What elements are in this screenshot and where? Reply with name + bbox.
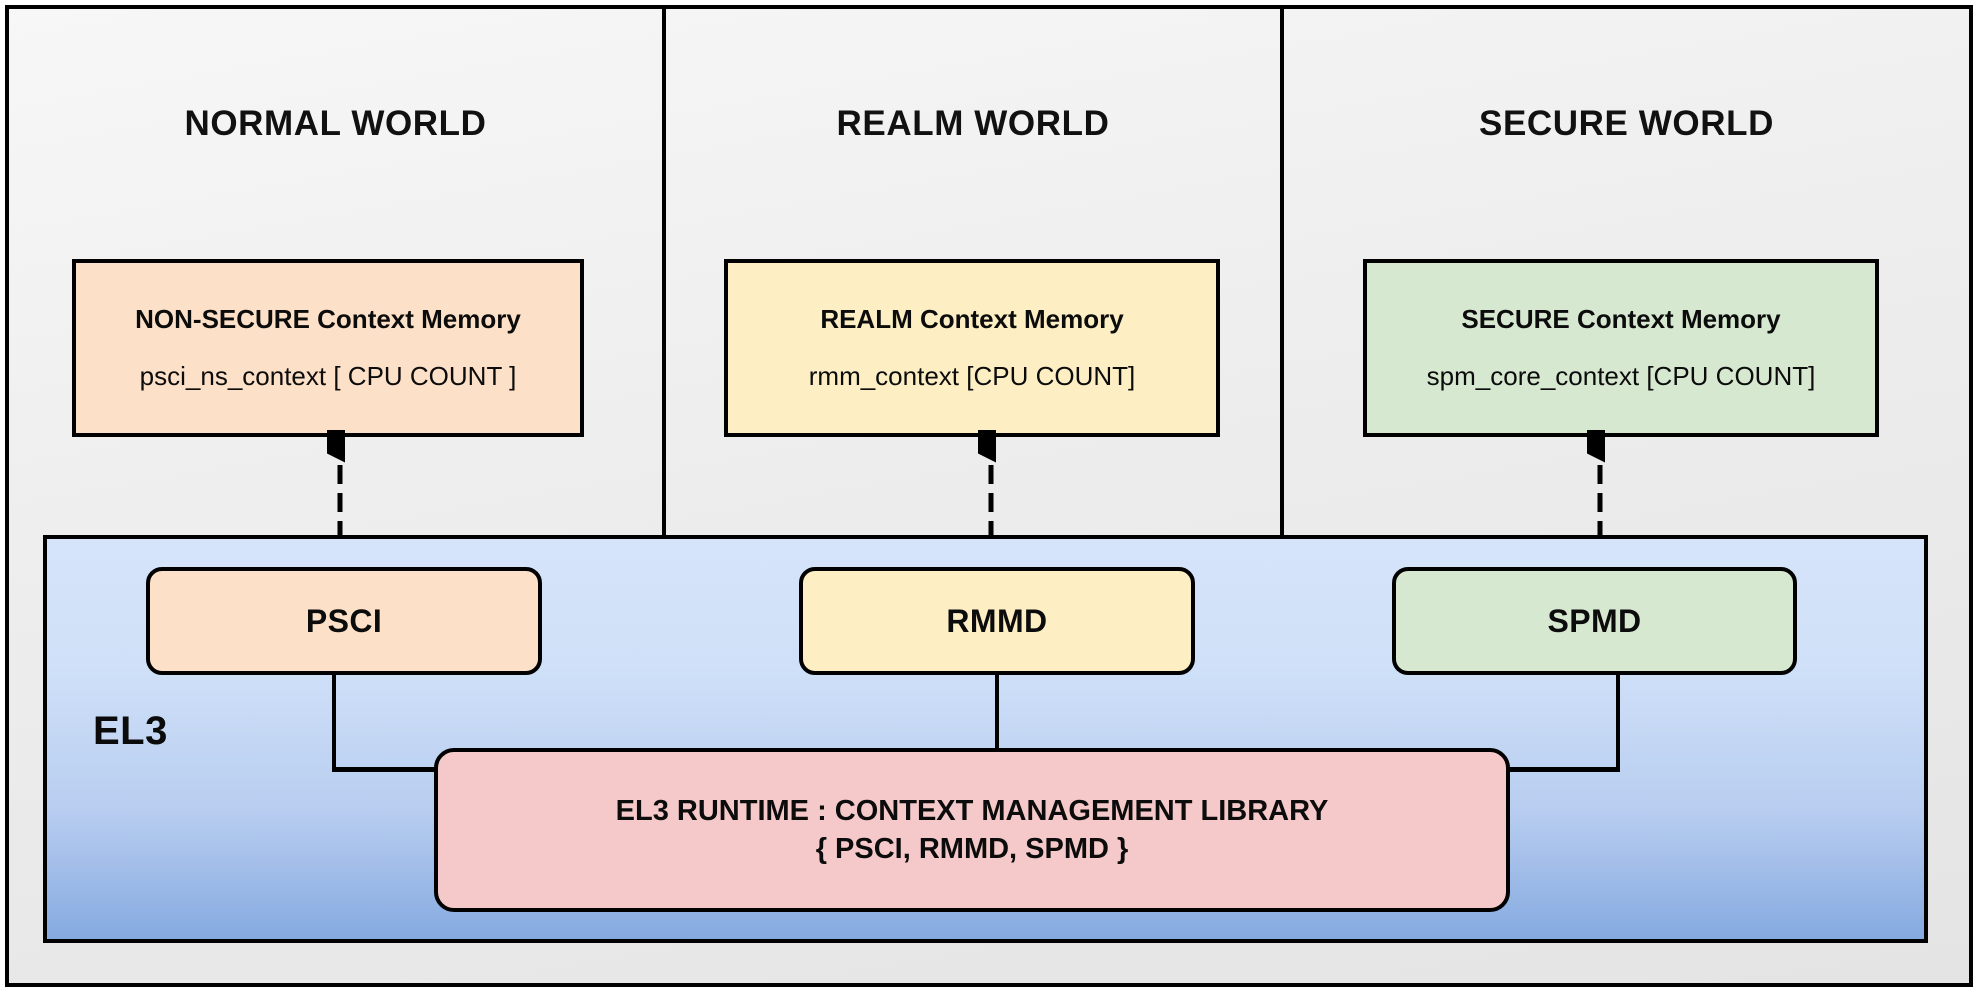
connector-stem-psci <box>332 675 336 771</box>
world-divider-2 <box>1280 9 1284 535</box>
context-memory-subtitle-secure: spm_core_context [CPU COUNT] <box>1426 361 1816 391</box>
el3-label: EL3 <box>93 709 168 753</box>
dispatcher-label-psci: PSCI <box>305 602 383 639</box>
dashed-arrow-secure <box>1587 430 1613 575</box>
world-column-secure: SECURE WORLD <box>1284 9 1969 535</box>
dispatcher-label-spmd: SPMD <box>1547 602 1642 639</box>
context-memory-title-secure: SECURE Context Memory <box>1461 303 1781 334</box>
context-memory-box-non-secure[interactable]: NON-SECURE Context Memory psci_ns_contex… <box>72 259 584 437</box>
world-column-realm: REALM WORLD <box>666 9 1280 535</box>
dispatcher-box-rmmd[interactable]: RMMD <box>799 567 1195 675</box>
connector-stem-spmd <box>1616 675 1620 771</box>
context-memory-subtitle-non-secure: psci_ns_context [ CPU COUNT ] <box>139 361 517 391</box>
world-title-secure: SECURE WORLD <box>1479 104 1774 143</box>
dispatcher-box-spmd[interactable]: SPMD <box>1392 567 1797 675</box>
dispatcher-box-psci[interactable]: PSCI <box>146 567 542 675</box>
dispatcher-label-rmmd: RMMD <box>946 602 1048 639</box>
context-memory-box-secure[interactable]: SECURE Context Memory spm_core_context [… <box>1363 259 1879 437</box>
world-column-normal: NORMAL WORLD <box>9 9 662 535</box>
context-memory-box-realm[interactable]: REALM Context Memory rmm_context [CPU CO… <box>724 259 1220 437</box>
worlds-band: NORMAL WORLD REALM WORLD SECURE WORLD <box>9 9 1969 535</box>
context-memory-subtitle-realm: rmm_context [CPU COUNT] <box>808 361 1136 391</box>
world-title-normal: NORMAL WORLD <box>184 104 487 143</box>
dashed-arrow-non-secure <box>327 430 353 575</box>
dashed-arrow-realm <box>978 430 1004 575</box>
runtime-library-line-1: EL3 RUNTIME : CONTEXT MANAGEMENT LIBRARY <box>615 794 1329 827</box>
runtime-library-box[interactable]: EL3 RUNTIME : CONTEXT MANAGEMENT LIBRARY… <box>434 748 1510 912</box>
world-divider-1 <box>662 9 666 535</box>
context-memory-title-non-secure: NON-SECURE Context Memory <box>135 303 521 334</box>
context-memory-title-realm: REALM Context Memory <box>820 303 1124 334</box>
runtime-library-line-2: { PSCI, RMMD, SPMD } <box>815 833 1129 865</box>
world-title-realm: REALM WORLD <box>836 104 1110 143</box>
connector-stem-rmmd <box>995 675 999 753</box>
